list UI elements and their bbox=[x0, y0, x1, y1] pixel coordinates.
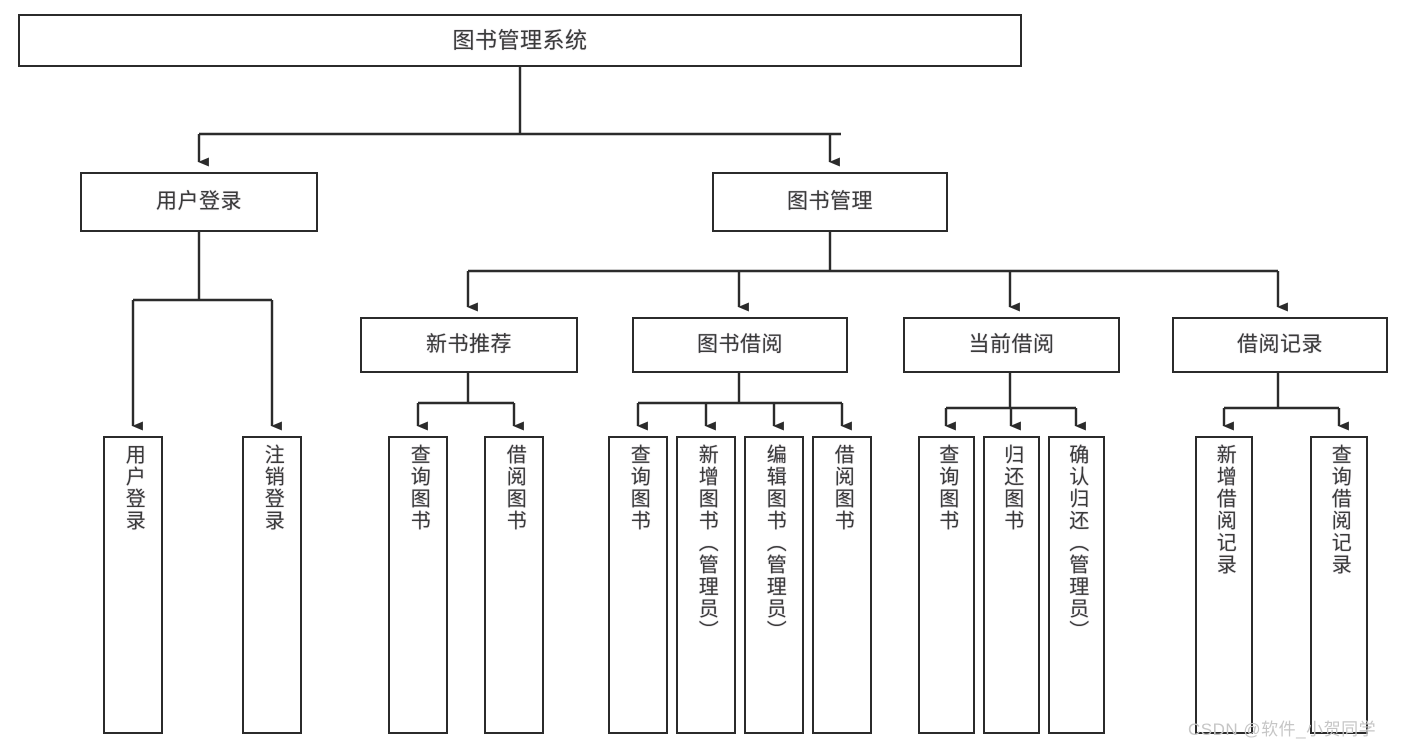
node-new-book-recommend-label: 新书推荐 bbox=[426, 332, 512, 356]
leaf-current-confirm-return[interactable]: 确认归还（管理员） bbox=[1048, 436, 1105, 734]
leaf-record-add[interactable]: 新增借阅记录 bbox=[1195, 436, 1253, 734]
leaf-record-query[interactable]: 查询借阅记录 bbox=[1310, 436, 1368, 734]
node-current-borrow[interactable]: 当前借阅 bbox=[903, 317, 1120, 373]
leaf-recommend-borrow-book[interactable]: 借阅图书 bbox=[484, 436, 544, 734]
leaf-current-query-book[interactable]: 查询图书 bbox=[918, 436, 975, 734]
csdn-watermark: CSDN @软件_小贺同学 bbox=[1188, 720, 1377, 739]
leaf-record-add-label: 新增借阅记录 bbox=[1213, 444, 1236, 576]
leaf-user-logout-label: 注销登录 bbox=[261, 444, 284, 532]
leaf-user-login[interactable]: 用户登录 bbox=[103, 436, 163, 734]
leaf-user-logout[interactable]: 注销登录 bbox=[242, 436, 302, 734]
node-book-borrow[interactable]: 图书借阅 bbox=[632, 317, 848, 373]
leaf-borrow-query-book-label: 查询图书 bbox=[627, 444, 650, 532]
leaf-current-query-book-label: 查询图书 bbox=[935, 444, 958, 532]
node-new-book-recommend[interactable]: 新书推荐 bbox=[360, 317, 578, 373]
leaf-borrow-edit-book-label: 编辑图书（管理员） bbox=[763, 444, 786, 642]
node-root[interactable]: 图书管理系统 bbox=[18, 14, 1022, 67]
leaf-borrow-borrow-book-label: 借阅图书 bbox=[831, 444, 854, 532]
leaf-borrow-borrow-book[interactable]: 借阅图书 bbox=[812, 436, 872, 734]
leaf-user-login-label: 用户登录 bbox=[122, 444, 145, 532]
leaf-recommend-borrow-book-label: 借阅图书 bbox=[503, 444, 526, 532]
node-current-borrow-label: 当前借阅 bbox=[968, 332, 1055, 356]
node-book-borrow-label: 图书借阅 bbox=[697, 332, 783, 356]
node-root-label: 图书管理系统 bbox=[452, 27, 588, 53]
leaf-borrow-add-book-label: 新增图书（管理员） bbox=[695, 444, 718, 642]
node-book-manage-label: 图书管理 bbox=[787, 189, 873, 213]
node-book-manage[interactable]: 图书管理 bbox=[712, 172, 948, 232]
leaf-record-query-label: 查询借阅记录 bbox=[1328, 444, 1351, 576]
leaf-current-return-book-label: 归还图书 bbox=[1000, 444, 1023, 532]
leaf-borrow-query-book[interactable]: 查询图书 bbox=[608, 436, 668, 734]
leaf-borrow-add-book[interactable]: 新增图书（管理员） bbox=[676, 436, 736, 734]
leaf-recommend-query-book-label: 查询图书 bbox=[407, 444, 430, 532]
node-user-login[interactable]: 用户登录 bbox=[80, 172, 318, 232]
node-borrow-record-label: 借阅记录 bbox=[1237, 332, 1323, 356]
leaf-recommend-query-book[interactable]: 查询图书 bbox=[388, 436, 448, 734]
node-user-login-label: 用户登录 bbox=[156, 189, 242, 213]
leaf-current-return-book[interactable]: 归还图书 bbox=[983, 436, 1040, 734]
leaf-borrow-edit-book[interactable]: 编辑图书（管理员） bbox=[744, 436, 804, 734]
leaf-current-confirm-return-label: 确认归还（管理员） bbox=[1065, 444, 1088, 642]
node-borrow-record[interactable]: 借阅记录 bbox=[1172, 317, 1388, 373]
